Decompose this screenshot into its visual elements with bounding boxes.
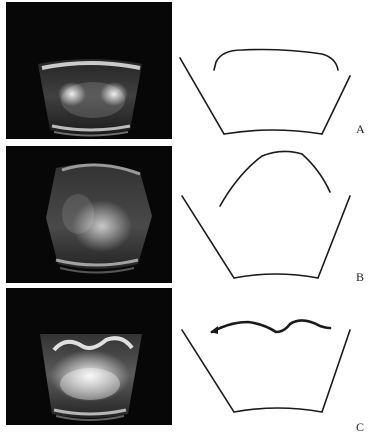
ultrasound-image-c	[6, 288, 172, 425]
row-label-b: B	[356, 270, 365, 285]
bottom-arc	[234, 408, 322, 412]
right-fan-edge	[318, 196, 350, 278]
left-fan-edge	[180, 58, 224, 134]
right-fan-edge	[322, 76, 350, 134]
top-contour	[214, 50, 338, 71]
line-drawing-a: A	[172, 2, 369, 146]
left-fan-edge	[182, 196, 234, 278]
right-fan-edge	[322, 330, 350, 412]
left-fan-edge	[182, 330, 234, 412]
ultrasound-image-a	[6, 2, 172, 139]
bottom-arc	[234, 274, 318, 278]
row-label-a: A	[356, 122, 365, 137]
bottom-arc	[224, 130, 322, 134]
top-contour	[212, 320, 330, 332]
line-drawing-b: B	[172, 146, 369, 290]
top-contour	[220, 151, 330, 206]
row-label-c: C	[356, 420, 365, 435]
ultrasound-image-b	[6, 146, 172, 283]
line-drawing-c: C	[172, 288, 369, 432]
